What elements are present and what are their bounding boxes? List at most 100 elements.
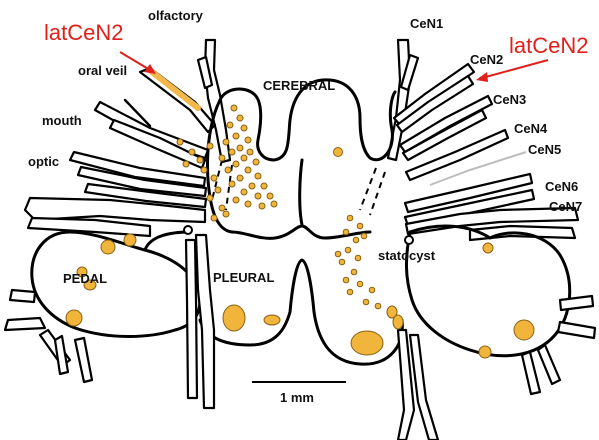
left-pedal-nerve-2 xyxy=(10,290,35,302)
small-cell xyxy=(207,143,213,149)
small-cell xyxy=(211,175,217,181)
small-cell xyxy=(249,183,255,189)
small-cell xyxy=(245,167,251,173)
small-cell xyxy=(271,201,277,207)
large-cell xyxy=(479,346,491,358)
small-cell xyxy=(233,133,239,139)
central-fold xyxy=(300,160,302,225)
small-cell xyxy=(233,161,239,167)
small-cell xyxy=(237,145,243,151)
small-cell xyxy=(237,175,243,181)
small-cell xyxy=(245,201,251,207)
small-cell xyxy=(361,233,367,239)
giant-cell xyxy=(223,305,245,331)
small-cell xyxy=(227,122,233,128)
small-cell xyxy=(219,155,225,161)
label-cen1: CeN1 xyxy=(410,16,443,31)
label-statocyst: statocyst xyxy=(378,248,436,263)
large-cell xyxy=(124,234,136,246)
small-cell xyxy=(351,269,357,275)
pleural-left-stem xyxy=(196,235,214,408)
label-cen5: CeN5 xyxy=(528,142,561,157)
label-mouth: mouth xyxy=(42,113,82,128)
label-cen3: CeN3 xyxy=(493,92,526,107)
latcen2-left-highlight xyxy=(152,72,198,108)
label-latcen2-right: latCeN2 xyxy=(509,33,588,58)
small-cell xyxy=(215,187,221,193)
large-cell xyxy=(264,315,280,325)
small-cell xyxy=(207,195,213,201)
label-scale: 1 mm xyxy=(280,390,314,405)
small-cell xyxy=(247,149,253,155)
label-latcen2-left: latCeN2 xyxy=(44,20,123,45)
small-cell xyxy=(231,105,237,111)
small-cell xyxy=(343,277,349,283)
small-cell xyxy=(237,115,243,121)
small-cell xyxy=(197,157,203,163)
small-cell xyxy=(229,181,235,187)
label-optic: optic xyxy=(28,154,59,169)
large-cell xyxy=(66,310,82,326)
small-cell xyxy=(343,229,349,235)
large-cell xyxy=(483,243,493,253)
small-cell xyxy=(223,139,229,145)
small-cell xyxy=(201,167,207,173)
label-cen2: CeN2 xyxy=(470,52,503,67)
small-cell xyxy=(241,189,247,195)
small-cell xyxy=(241,125,247,131)
central-lower-nerve-2 xyxy=(410,335,438,440)
small-cell xyxy=(229,149,235,155)
right-pedal-nerve-1 xyxy=(558,322,595,338)
left-nerves xyxy=(25,40,230,236)
large-cell xyxy=(514,320,534,340)
label-olfactory: olfactory xyxy=(148,8,204,23)
small-cell xyxy=(241,155,247,161)
medium-cell xyxy=(334,148,343,157)
label-cen6: CeN6 xyxy=(545,179,578,194)
right-pedal-nerve-2 xyxy=(538,345,560,384)
small-cell xyxy=(255,193,261,199)
small-cell xyxy=(225,167,231,173)
right-pedal-nerve-4 xyxy=(522,352,540,394)
label-cerebral: CEREBRAL xyxy=(263,78,335,93)
small-cell xyxy=(375,303,381,309)
small-cell xyxy=(347,215,353,221)
large-cell xyxy=(393,315,403,329)
small-cell xyxy=(267,193,273,199)
small-cell xyxy=(177,139,183,145)
label-oral-veil: oral veil xyxy=(78,63,127,78)
small-cell xyxy=(357,281,363,287)
right-pedal-nerve-3 xyxy=(560,296,593,310)
label-cen7: CeN7 xyxy=(549,199,582,214)
left-pedal-nerve-5 xyxy=(55,336,68,374)
small-cell xyxy=(253,159,259,165)
small-cell xyxy=(363,299,369,305)
small-cell xyxy=(339,259,345,265)
small-cell xyxy=(353,237,359,243)
left-pedal-nerve-1 xyxy=(5,318,45,330)
small-cell xyxy=(335,251,341,257)
small-cell xyxy=(369,287,375,293)
statocyst-node xyxy=(405,236,413,244)
small-cell xyxy=(357,223,363,229)
small-cell xyxy=(211,215,217,221)
small-cell xyxy=(189,149,195,155)
large-cell xyxy=(101,240,115,254)
pleural-left-stem-b xyxy=(186,240,197,398)
small-cell xyxy=(259,203,265,209)
small-cell xyxy=(245,137,251,143)
small-cell xyxy=(219,205,225,211)
small-cell xyxy=(355,255,361,261)
small-cell xyxy=(345,247,351,253)
giant-cell xyxy=(351,331,383,355)
small-cell xyxy=(183,161,189,167)
small-cell xyxy=(347,289,353,295)
label-pedal: PEDAL xyxy=(63,271,107,286)
small-cell xyxy=(233,197,239,203)
small-cell xyxy=(261,183,267,189)
small-cell xyxy=(255,173,261,179)
pedal-left-outline xyxy=(32,232,200,337)
small-cell xyxy=(223,211,229,217)
latcen2-right-arrowhead xyxy=(476,72,488,82)
